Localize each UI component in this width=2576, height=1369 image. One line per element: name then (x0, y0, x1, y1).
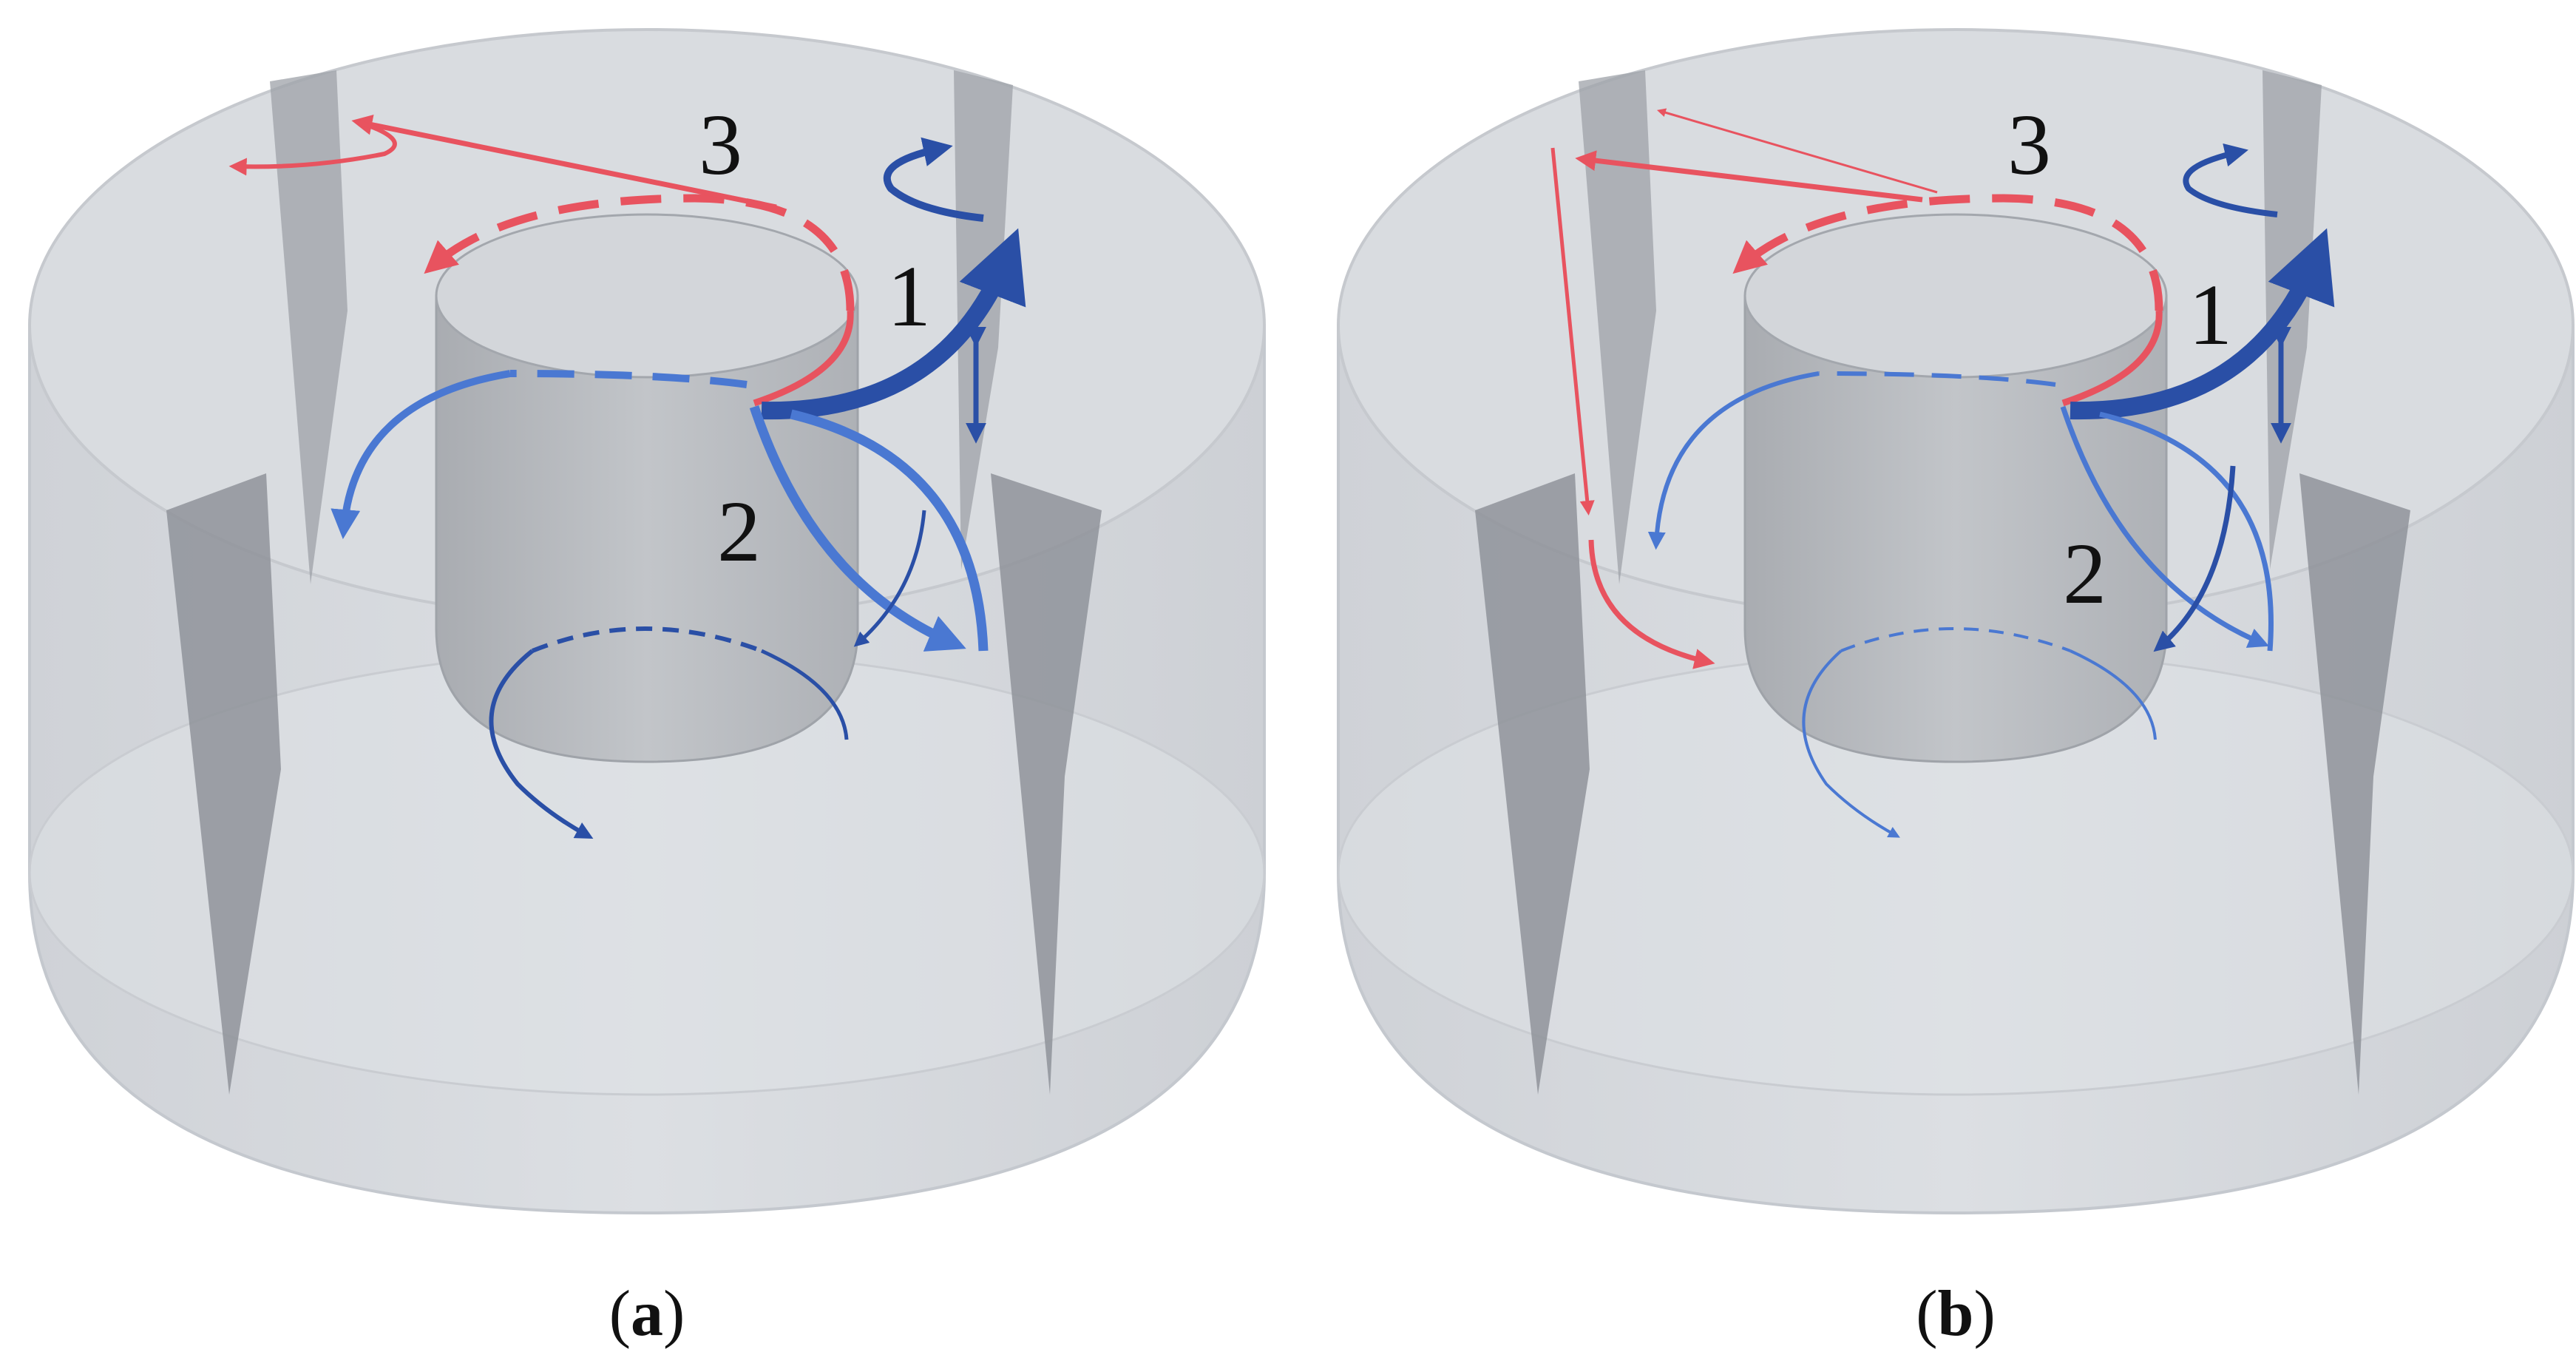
flow-red-dashed-loop (424, 194, 855, 311)
flow-red-dashed-loop (1732, 194, 2163, 311)
flow-bottom-dashed (531, 626, 763, 653)
flow-blue-dashed-upper (1818, 371, 2056, 387)
flow-2-inner (853, 510, 926, 647)
flow-red-thin-line (1656, 108, 1938, 194)
flow-bottom-curve (489, 649, 594, 839)
caption-a: (a) (609, 1278, 685, 1350)
panel-b: 3 1 2 (b) (1337, 28, 2575, 1350)
flow-2-outer (2099, 411, 2274, 652)
flow-2-loop (2060, 405, 2270, 648)
flow-red-lower-curve (1588, 539, 1715, 669)
flow-2-inner (2153, 465, 2236, 652)
baffle-front-right (2299, 473, 2410, 1095)
flow-red-top-line (351, 114, 777, 210)
baffle-back-left (270, 70, 348, 584)
label-2: 2 (717, 483, 761, 580)
caption-b: (b) (1916, 1278, 1996, 1350)
baffle-back-left (1579, 70, 1656, 584)
flow-red-solid-arc (2061, 310, 2163, 407)
flow-bottom-right-tail (2070, 649, 2157, 740)
flow-blue-left-arrow (1647, 371, 1820, 550)
label-1: 1 (2189, 266, 2232, 363)
flow-1-top-curl (884, 137, 984, 222)
flow-2-loop (749, 405, 966, 652)
panel-a: 3 1 2 (a) (28, 28, 1266, 1350)
flow-2-outer (790, 409, 989, 652)
flow-blue-dashed-upper (509, 370, 748, 388)
flow-red-solid-arc (753, 310, 854, 407)
flow-red-top-curl (228, 120, 397, 176)
baffle-front-left (166, 473, 281, 1095)
inner-cylinder-top (1743, 213, 2168, 379)
flow-red-mid-line (1575, 150, 1923, 203)
baffle-back-right (2263, 70, 2322, 569)
flow-bottom-right-tail (760, 649, 849, 740)
label-2: 2 (2063, 525, 2106, 622)
label-3: 3 (699, 96, 742, 193)
label-1: 1 (887, 248, 931, 345)
inner-cylinder (1743, 294, 2168, 763)
flow-1-thick-arrow (761, 228, 1026, 420)
flow-1-thick-arrow (2070, 228, 2335, 420)
flow-blue-left-arrow (331, 370, 511, 539)
inner-cylinder-top (435, 213, 859, 379)
label-3: 3 (2007, 96, 2051, 193)
baffle-front-left (1475, 473, 1590, 1095)
flow-bottom-curve (1802, 649, 1900, 838)
flow-bottom-dashed (1840, 627, 2071, 652)
flow-1-top-curl (2183, 143, 2278, 217)
baffle-back-right (954, 70, 1013, 569)
baffle-front-right (991, 473, 1102, 1095)
flow-red-descending (1550, 147, 1595, 516)
